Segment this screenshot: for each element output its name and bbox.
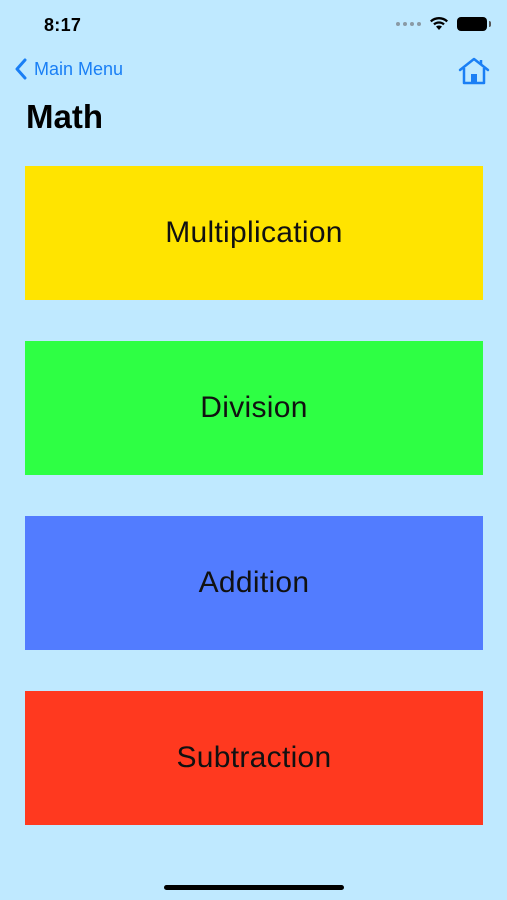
addition-label: Addition	[198, 566, 310, 599]
division-label: Division	[200, 391, 308, 424]
back-button-label: Main Menu	[34, 58, 124, 79]
status-bar: 8:17	[0, 0, 507, 50]
back-button[interactable]: Main Menu	[14, 58, 123, 80]
cellular-icon	[396, 21, 421, 26]
subtraction-button[interactable]: Subtraction	[25, 691, 483, 825]
multiplication-label: Multiplication	[165, 216, 343, 249]
home-indicator[interactable]	[164, 885, 344, 890]
page-title: Math	[26, 98, 103, 135]
home-icon	[458, 57, 490, 85]
chevron-left-icon	[15, 58, 27, 80]
home-button[interactable]	[457, 56, 491, 86]
addition-button[interactable]: Addition	[25, 516, 483, 650]
division-button[interactable]: Division	[25, 341, 483, 475]
status-time: 8:17	[44, 15, 82, 35]
battery-icon	[457, 16, 491, 31]
wifi-icon	[430, 16, 448, 30]
subject-tiles: Multiplication Division Addition Subtrac…	[25, 166, 483, 866]
subtraction-label: Subtraction	[176, 741, 332, 774]
multiplication-button[interactable]: Multiplication	[25, 166, 483, 300]
nav-bar: Main Menu	[0, 52, 507, 92]
status-icons	[396, 16, 491, 31]
